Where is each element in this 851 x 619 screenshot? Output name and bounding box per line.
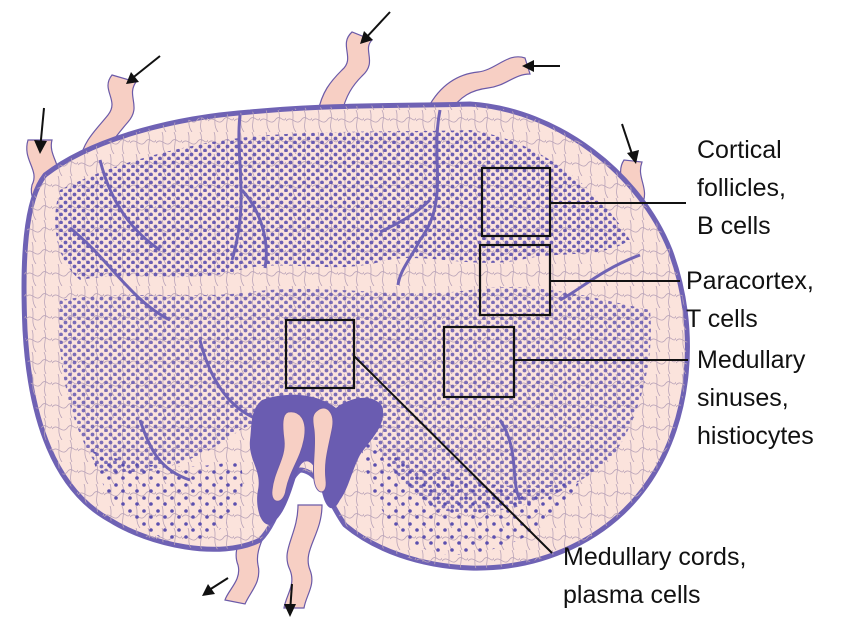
cortical-follicles-label: Cortical follicles, B cells: [697, 136, 793, 240]
arrow-icon: [126, 56, 160, 84]
afferent-vessel-3: [318, 32, 372, 112]
arrow-icon: [360, 12, 390, 44]
medullary-cords-label: Medullary cords, plasma cells: [563, 543, 753, 609]
arrow-icon: [202, 578, 228, 596]
efferent-vessel-2: [284, 505, 322, 608]
paracortex-label: Paracortex, T cells: [686, 267, 821, 333]
medullary-sinuses-label: Medullary sinuses, histiocytes: [697, 346, 814, 450]
arrow-icon: [622, 124, 639, 164]
